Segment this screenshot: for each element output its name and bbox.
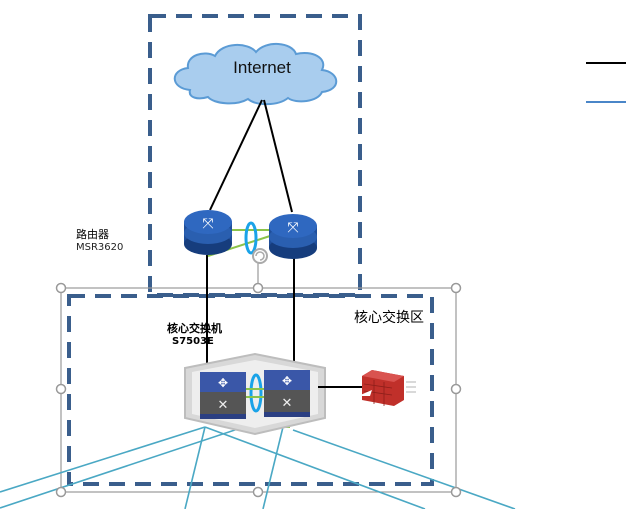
- core-zone-label: 核心交换区: [354, 310, 424, 326]
- core-stack-ring-icon: [249, 373, 263, 413]
- router-stack-ring-icon: [244, 221, 258, 255]
- core-switch-model-label: S7503E: [172, 336, 214, 347]
- link-internet-router2: [263, 99, 293, 213]
- selection-handles[interactable]: [55, 282, 462, 498]
- internet-label: Internet: [233, 58, 291, 77]
- svg-text:⤧: ⤧: [287, 220, 298, 236]
- svg-text:✕: ✕: [282, 396, 293, 411]
- svg-text:✥: ✥: [282, 374, 292, 388]
- router-1-icon: ⤧: [184, 210, 232, 255]
- router-model-label: MSR3620: [76, 242, 124, 253]
- link-internet-router1: [209, 99, 263, 211]
- router-2-icon: ⤧: [269, 214, 317, 259]
- firewall-icon: [358, 370, 416, 406]
- internet-cloud: [173, 43, 338, 106]
- svg-text:✕: ✕: [218, 398, 229, 413]
- core-switch-name-label: 核心交换机: [167, 322, 222, 335]
- svg-text:✥: ✥: [218, 376, 228, 390]
- svg-text:⤧: ⤧: [202, 216, 213, 232]
- core-zone-border: [67, 294, 434, 486]
- downlink-lines: [0, 419, 516, 509]
- router-name-label: 路由器: [76, 228, 109, 241]
- core-switch-icon: ✥ ✕ ✥ ✕: [184, 352, 326, 436]
- rotate-handle-icon[interactable]: [252, 248, 268, 264]
- internet-zone-border: [148, 14, 362, 297]
